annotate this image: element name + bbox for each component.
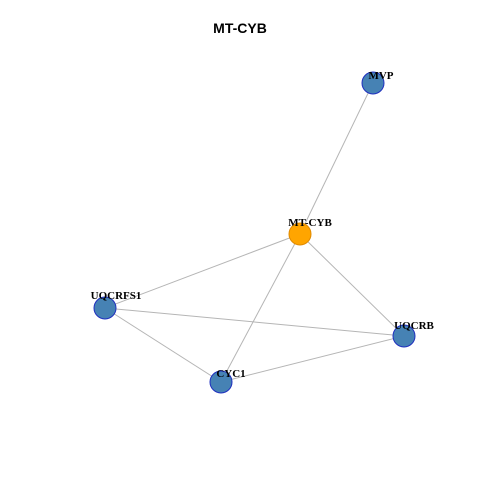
edge-mt-cyb-cyc1 <box>220 233 301 383</box>
node-uqcrfs1 <box>93 296 117 320</box>
node-mvp <box>361 71 385 95</box>
node-label-uqcrb: UQCRB <box>394 320 434 332</box>
edge-mt-cyb-uqcrb <box>299 233 405 337</box>
node-label-mt-cyb: MT-CYB <box>288 217 332 229</box>
node-mt-cyb <box>288 222 312 246</box>
edge-layer <box>104 82 405 383</box>
edge-mt-cyb-uqcrfs1 <box>104 233 301 309</box>
edge-uqcrfs1-uqcrb <box>104 307 405 337</box>
node-uqcrb <box>392 324 416 348</box>
edge-mvp-mt-cyb <box>299 82 374 235</box>
edge-cyc1-uqcrb <box>220 335 405 383</box>
node-label-uqcrfs1: UQCRFS1 <box>91 290 142 302</box>
node-cyc1 <box>209 370 233 394</box>
node-label-mvp: MVP <box>368 70 393 82</box>
node-label-cyc1: CYC1 <box>216 368 245 380</box>
edge-uqcrfs1-cyc1 <box>104 307 222 383</box>
chart-title: MT-CYB <box>213 20 267 36</box>
